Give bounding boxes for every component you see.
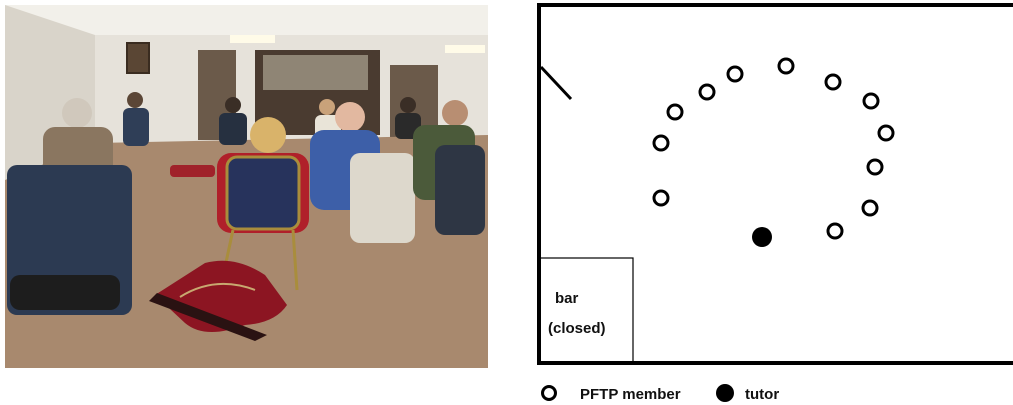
member-seat	[824, 73, 842, 91]
member-legend-label: PFTP member	[580, 386, 681, 403]
red-case-far	[170, 165, 215, 177]
player-body	[219, 113, 247, 145]
door-swing-line	[539, 65, 573, 101]
member-seat	[877, 124, 895, 142]
member-seat	[726, 65, 744, 83]
member-seat	[698, 83, 716, 101]
player-head	[319, 99, 335, 115]
member-seats	[652, 57, 895, 240]
tutor-seat	[752, 227, 772, 247]
player-head	[335, 102, 365, 132]
player-head	[442, 100, 468, 126]
member-seat	[866, 158, 884, 176]
chair-leg	[291, 229, 299, 291]
player-head	[400, 97, 416, 113]
member-seat	[652, 189, 670, 207]
tutor-legend-label: tutor	[745, 386, 779, 403]
room-outline	[537, 3, 1013, 365]
bar-label: bar	[555, 290, 579, 307]
ceiling-light	[230, 35, 275, 43]
player-head	[62, 98, 92, 128]
chair-coat	[350, 153, 415, 243]
member-seat	[861, 199, 879, 217]
tutor-legend-icon	[716, 384, 734, 402]
player-body	[123, 108, 149, 146]
member-seat	[666, 103, 684, 121]
bar-shelves	[263, 55, 368, 90]
bar-closed-label: (closed)	[548, 320, 606, 337]
player-head	[250, 117, 286, 153]
bar-area	[539, 257, 634, 364]
rehearsal-photo	[5, 5, 488, 368]
ceiling-light	[445, 45, 485, 53]
open-violin-case	[149, 260, 287, 341]
member-legend-icon	[541, 385, 557, 401]
member-seat	[862, 92, 880, 110]
violin-case	[10, 275, 120, 310]
player-head	[127, 92, 143, 108]
legend: PFTP member tutor	[541, 384, 779, 403]
wall-picture	[126, 42, 150, 74]
ceiling	[5, 5, 488, 35]
member-seat	[826, 222, 844, 240]
chair-coat	[435, 145, 485, 235]
member-seat	[652, 134, 670, 152]
member-seat	[777, 57, 795, 75]
player-head	[225, 97, 241, 113]
chair-back	[225, 155, 301, 231]
